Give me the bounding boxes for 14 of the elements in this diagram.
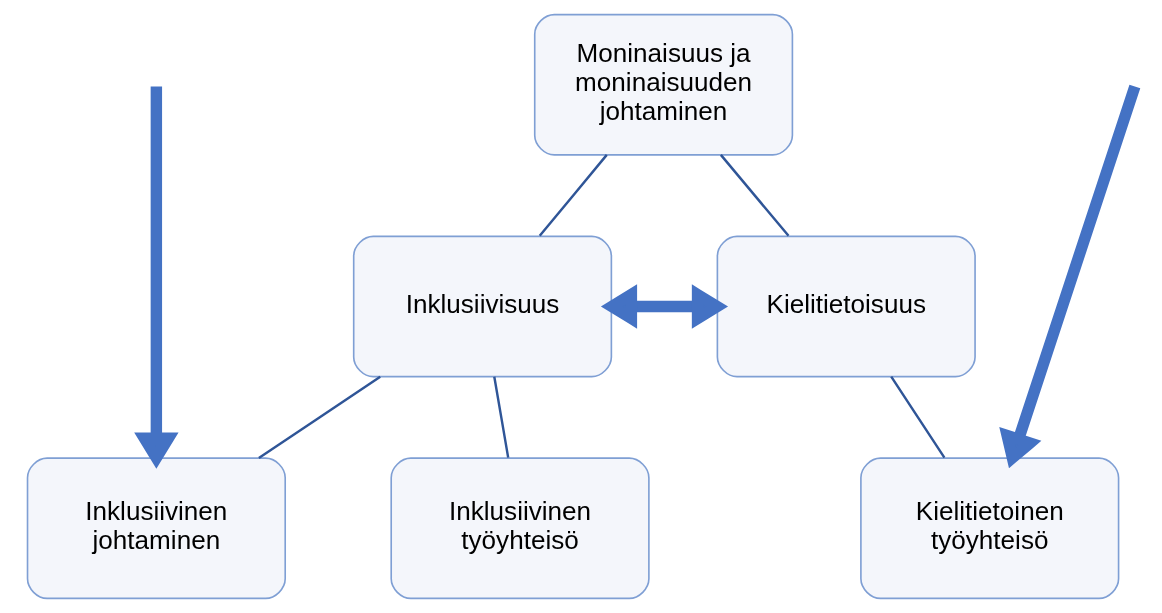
connector [538,154,608,237]
arrow [600,284,728,329]
node-box: Kielitietoinen työyhteisö [859,457,1119,600]
node-box: Kielitietoisuus [716,235,976,378]
connector [889,376,945,459]
node-box: Inklusiivisuus [352,235,612,378]
arrow [998,84,1140,469]
node-box: Inklusiivinen työyhteisö [389,457,650,600]
arrow [133,86,179,469]
node-box: Inklusiivinen johtaminen [26,457,286,600]
connector [257,375,381,459]
node-box: Moninaisuus ja moninaisuuden johtaminen [533,13,793,156]
connector [719,154,789,237]
connector [492,376,509,458]
